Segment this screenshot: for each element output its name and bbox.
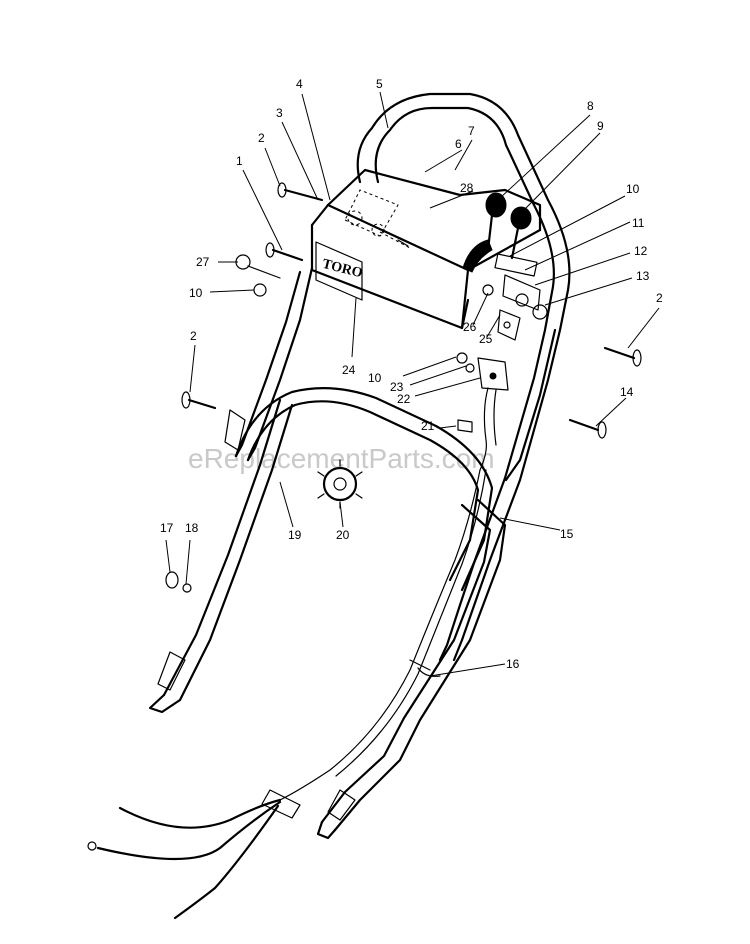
callout-3: 3 [276, 106, 283, 120]
callout-25: 25 [479, 332, 493, 346]
bolt-17-18 [165, 571, 192, 593]
control-cables [87, 469, 487, 920]
ignition-switch [456, 352, 509, 471]
callout-28: 28 [460, 181, 474, 195]
bolt-1 [265, 242, 304, 262]
throttle-levers [462, 192, 548, 320]
callout-27: 27 [196, 255, 210, 269]
wire-connector [457, 419, 473, 433]
upper-handle [356, 92, 571, 662]
callout-10-left: 10 [189, 286, 203, 300]
leader-lines [165, 91, 660, 677]
callout-17: 17 [160, 521, 174, 535]
callout-26: 26 [463, 320, 477, 334]
callout-10-top: 10 [626, 182, 640, 196]
callout-1: 1 [236, 154, 243, 168]
callout-2: 2 [258, 131, 265, 145]
callout-2-left: 2 [190, 329, 197, 343]
callout-5: 5 [376, 77, 383, 91]
callout-10-mid: 10 [368, 371, 382, 385]
callout-19: 19 [288, 528, 302, 542]
bolt-14 [568, 418, 607, 439]
bolt-2-right [603, 346, 642, 367]
callout-21: 21 [421, 419, 435, 433]
callout-12: 12 [634, 244, 648, 258]
control-panel-box: TORO [310, 168, 542, 330]
callout-14: 14 [620, 385, 634, 399]
callout-23: 23 [390, 380, 404, 394]
lever-bracket [497, 309, 521, 341]
callout-6: 6 [455, 137, 462, 151]
callout-7: 7 [468, 124, 475, 138]
callout-2-right: 2 [656, 291, 663, 305]
callout-16: 16 [506, 657, 520, 671]
callout-11: 11 [632, 216, 645, 230]
nut-10-left [253, 283, 267, 297]
bolt-2-upper [277, 182, 324, 202]
lower-handle [148, 266, 507, 840]
callout-labels: 5 4 3 2 1 6 7 8 9 28 10 11 12 13 2 27 10… [160, 77, 663, 671]
bolt-2-left [181, 391, 217, 410]
callout-4: 4 [296, 77, 303, 91]
callout-9: 9 [597, 119, 604, 133]
hairpin-27 [235, 254, 281, 279]
callout-24: 24 [342, 363, 356, 377]
callout-18: 18 [185, 521, 199, 535]
callout-15: 15 [560, 527, 574, 541]
callout-20: 20 [336, 528, 350, 542]
callout-13: 13 [636, 269, 650, 283]
callout-22: 22 [397, 392, 411, 406]
callout-8: 8 [587, 99, 594, 113]
